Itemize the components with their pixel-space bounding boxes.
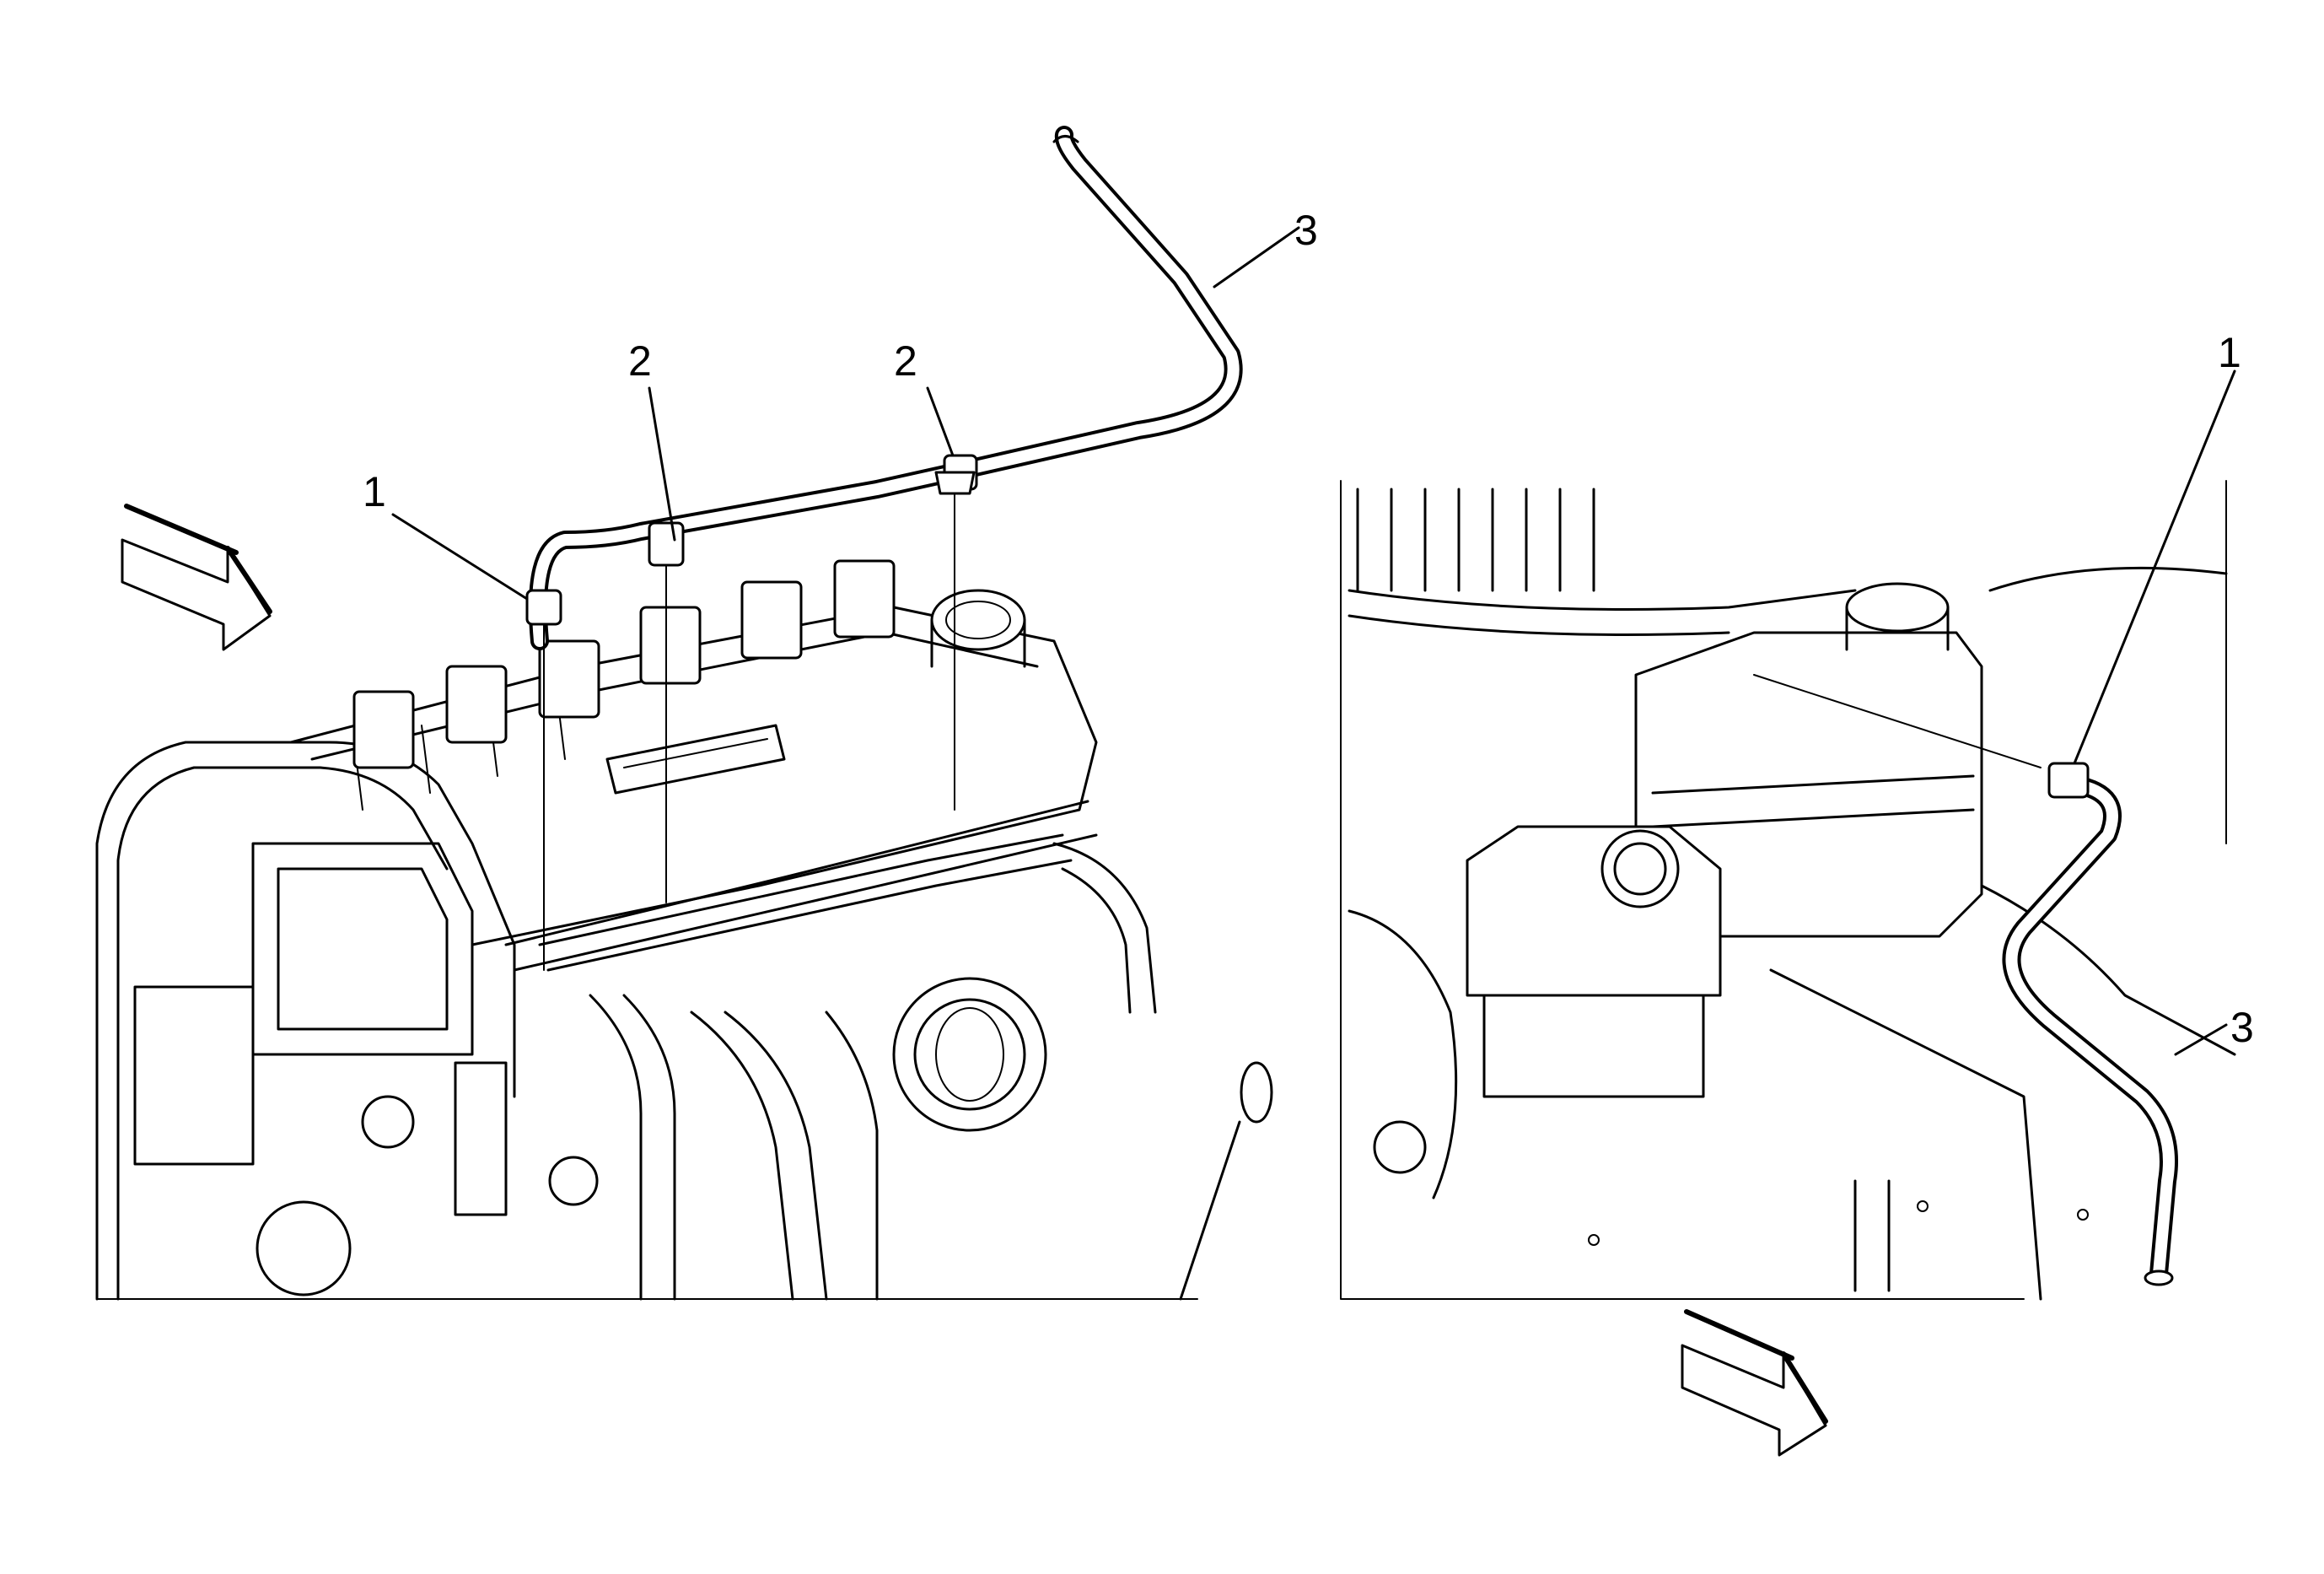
hose-clip-1: [525, 589, 562, 971]
leader-line-left-2a: [648, 386, 676, 542]
leader-line-left-2b: [926, 386, 955, 457]
callout-left-2a: 2: [628, 337, 652, 385]
callout-right-1: 1: [2218, 329, 2241, 376]
vent-hose-left: [529, 126, 1243, 650]
engine-bay-illustration: [1340, 480, 2236, 1301]
callout-left-1: 1: [363, 468, 386, 515]
callout-left-2b: 2: [894, 337, 917, 385]
callout-right-3: 3: [2230, 1004, 2254, 1051]
forward-direction-arrow-icon: [1681, 1309, 1828, 1457]
hose-clip-right-1: [2047, 762, 2090, 799]
leader-line-left-3: [1213, 226, 1300, 288]
engine-bay-view: 1 3: [1340, 329, 2254, 1457]
hose-retainer-2a: [648, 521, 685, 903]
engine-view: 1 2 2 3: [95, 126, 1318, 1301]
vent-hose-right: [1753, 674, 2178, 1286]
forward-direction-arrow-icon: [121, 504, 272, 651]
leader-line-left-1: [391, 513, 529, 601]
callout-left-3: 3: [1294, 207, 1318, 254]
leader-line-right-1: [2073, 369, 2236, 765]
engine-block-illustration: [95, 559, 1273, 1301]
leader-line-right-3: [2174, 1023, 2228, 1056]
hose-retainer-2b: [934, 454, 978, 811]
